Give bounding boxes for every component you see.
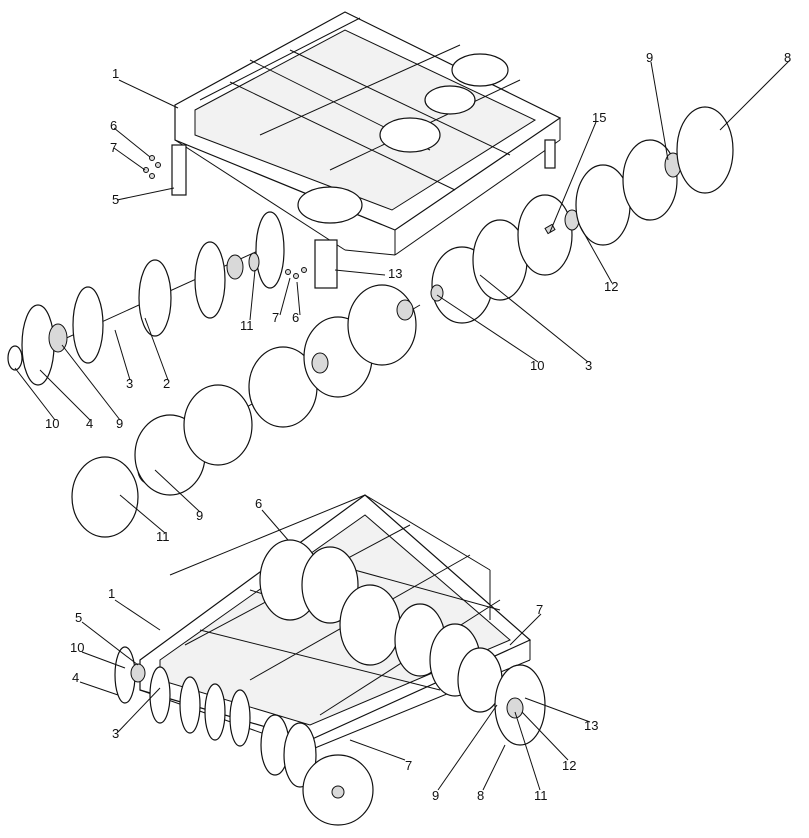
callout-b7b: 7 (405, 758, 412, 773)
callout-9c: 9 (196, 508, 203, 523)
disc-gang-rear (430, 106, 734, 324)
callout-6b: 6 (292, 310, 299, 325)
top-bolts (143, 155, 307, 279)
top-leader-lines (14, 59, 791, 534)
top-callouts: 1 6 7 5 15 9 8 13 11 7 6 10 3 3 2 10 4 9… (45, 50, 791, 544)
callout-9: 9 (646, 50, 653, 65)
callout-7b: 7 (272, 310, 279, 325)
callout-1: 1 (112, 66, 119, 81)
callout-b6: 6 (255, 496, 262, 511)
callout-12: 12 (604, 279, 618, 294)
callout-4: 4 (86, 416, 93, 431)
callout-9b: 9 (116, 416, 123, 431)
callout-13: 13 (388, 266, 402, 281)
callout-b1: 1 (108, 586, 115, 601)
callout-10b: 10 (45, 416, 59, 431)
disc-gang-front-right (71, 284, 421, 538)
bottom-callouts: 6 1 7 5 10 4 3 13 7 12 9 8 11 (70, 496, 598, 803)
bottom-leader-lines (79, 509, 591, 791)
callout-3: 3 (585, 358, 592, 373)
callout-7: 7 (110, 140, 117, 155)
callout-8: 8 (784, 50, 791, 65)
callout-11b: 11 (156, 529, 170, 544)
callout-5: 5 (112, 192, 119, 207)
callout-b11: 11 (534, 788, 548, 803)
callout-b3: 3 (112, 726, 119, 741)
callout-6: 6 (110, 118, 117, 133)
callout-b10: 10 (70, 640, 84, 655)
callout-b13: 13 (584, 718, 598, 733)
callout-b7a: 7 (536, 602, 543, 617)
callout-b5: 5 (75, 610, 82, 625)
end-cap-part (7, 345, 23, 371)
callout-b4: 4 (72, 670, 79, 685)
top-frame (171, 11, 562, 289)
callout-3b: 3 (126, 376, 133, 391)
callout-2: 2 (163, 376, 170, 391)
callout-b9: 9 (432, 788, 439, 803)
disc-gang-front-left (7, 211, 285, 386)
callout-11: 11 (240, 318, 254, 333)
callout-15: 15 (592, 110, 606, 125)
bottom-assembly (114, 494, 546, 826)
callout-b8: 8 (477, 788, 484, 803)
callout-b12: 12 (562, 758, 576, 773)
callout-10: 10 (530, 358, 544, 373)
